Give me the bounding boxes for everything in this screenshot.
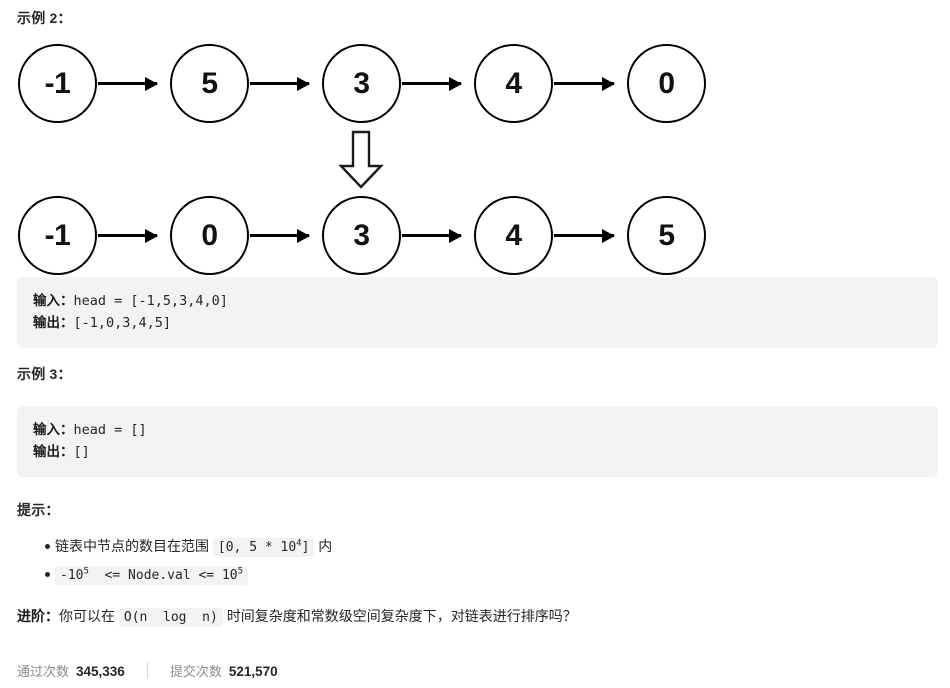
accepted-count: 通过次数 345,336 (17, 661, 125, 680)
hint-code-exponent-2: 5 (237, 566, 244, 577)
arrow-right-icon (554, 234, 614, 237)
arrow-right-icon (402, 234, 461, 237)
example-3-output-line: 输出：[] (33, 441, 922, 463)
submissions-value: 521,570 (228, 663, 278, 679)
list-node: -1 (18, 196, 97, 275)
advanced-inline-code: O(n log n) (118, 608, 223, 627)
input-value: head = [] (73, 422, 147, 438)
accepted-label: 通过次数 (17, 663, 70, 679)
example-2-input-line: 输入：head = [-1,5,3,4,0] (33, 290, 922, 312)
list-item: 链表中节点的数目在范围 [0, 5 * 104] 内 (17, 533, 917, 561)
input-value: head = [-1,5,3,4,0] (73, 293, 228, 309)
submissions-label: 提交次数 (169, 663, 222, 679)
arrow-right-icon (554, 82, 614, 85)
advanced-note: 进阶：你可以在 O(n log n) 时间复杂度和常数级空间复杂度下，对链表进行… (17, 605, 577, 629)
list-node: 0 (170, 196, 249, 275)
linked-list-diagram: -1 5 3 4 0 -1 0 3 4 5 (0, 30, 950, 280)
advanced-label: 进阶： (17, 608, 59, 624)
advanced-text-after: 时间复杂度和常数级空间复杂度下，对链表进行排序吗？ (222, 608, 577, 624)
hint-code-exponent: 4 (296, 538, 302, 549)
example-3-input-line: 输入：head = [] (33, 419, 922, 441)
input-label: 输入： (33, 293, 74, 308)
example-3-code-block: 输入：head = [] 输出：[] (17, 406, 938, 477)
hint-code-prefix: [0, 5 * 10 (217, 540, 297, 555)
hint-text-before: 链表中节点的数目在范围 (55, 538, 213, 554)
hint-code-exponent: 5 (83, 566, 89, 577)
hint-code-prefix: -10 (60, 568, 84, 583)
list-node: 3 (322, 196, 401, 275)
hints-heading: 提示： (17, 502, 60, 518)
example-2-code-block: 输入：head = [-1,5,3,4,0] 输出：[-1,0,3,4,5] (17, 277, 938, 348)
hint-text-after: 内 (314, 538, 333, 554)
hints-list: 链表中节点的数目在范围 [0, 5 * 104] 内 -105 <= Node.… (17, 533, 917, 589)
list-node: 3 (322, 44, 401, 123)
linked-list-row-before: -1 5 3 4 0 (0, 44, 950, 126)
down-block-arrow-icon (336, 130, 386, 190)
list-item: -105 <= Node.val <= 105 (17, 561, 917, 589)
list-node: 0 (627, 44, 706, 123)
hint-inline-code: -105 <= Node.val <= 105 (55, 566, 249, 585)
advanced-text-before: 你可以在 (59, 608, 119, 624)
arrow-right-icon (250, 234, 309, 237)
arrow-right-icon (98, 82, 157, 85)
linked-list-row-after: -1 0 3 4 5 (0, 196, 950, 278)
arrow-right-icon (402, 82, 461, 85)
accepted-value: 345,336 (76, 663, 125, 679)
list-node: 5 (170, 44, 249, 123)
list-node: 4 (474, 196, 553, 275)
hint-inline-code: [0, 5 * 104] (212, 538, 315, 557)
hint-code-suffix: ] (301, 540, 310, 555)
submissions-count: 提交次数 521,570 (170, 661, 278, 680)
problem-stats: 通过次数 345,336 提交次数 521,570 (17, 660, 278, 680)
example-2-heading: 示例 2： (17, 10, 72, 26)
output-value: [-1,0,3,4,5] (73, 315, 172, 331)
list-node: -1 (18, 44, 97, 123)
input-label: 输入： (33, 422, 74, 437)
stats-divider (146, 662, 148, 678)
arrow-right-icon (98, 234, 157, 237)
arrow-right-icon (250, 82, 309, 85)
output-label: 输出： (33, 444, 74, 459)
list-node: 5 (627, 196, 706, 275)
hint-code-mid: <= Node.val <= 10 (88, 568, 238, 583)
example-2-output-line: 输出：[-1,0,3,4,5] (33, 312, 922, 334)
output-label: 输出： (33, 315, 74, 330)
output-value: [] (73, 444, 90, 460)
example-3-heading: 示例 3： (17, 366, 72, 382)
list-node: 4 (474, 44, 553, 123)
